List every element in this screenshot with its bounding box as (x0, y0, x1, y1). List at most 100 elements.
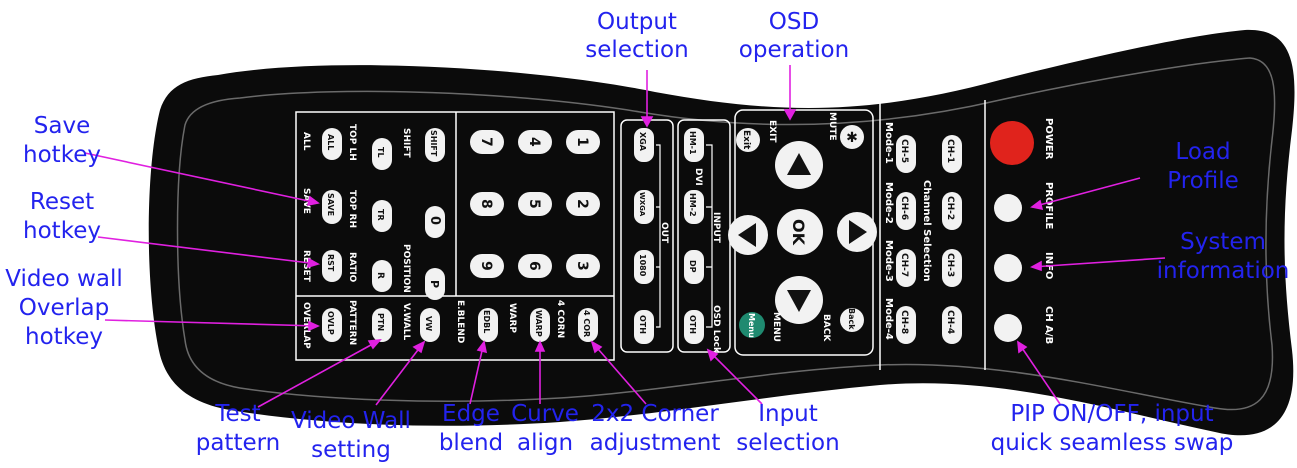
callout-text: quick seamless swap (991, 430, 1234, 456)
position-label: POSITION (401, 244, 411, 293)
channel-selection-label: Channel Selection (921, 180, 932, 281)
leader-line (1031, 177, 1141, 208)
channel-button-ch3[interactable]: CH-3 (942, 249, 962, 287)
input-button-label: HM-2 (688, 193, 697, 217)
number-label: 3 (574, 261, 590, 271)
output-button-oth[interactable]: OTH (634, 310, 654, 344)
callout-text: Output (597, 9, 677, 35)
edbl-label: E.BLEND (455, 300, 465, 343)
all-label: ALL (301, 132, 311, 151)
shift-button[interactable]: SHIFT (425, 128, 445, 162)
input-button-oth[interactable]: OTH (684, 310, 704, 344)
input-button-hm2[interactable]: HM-2 (684, 190, 704, 224)
callout-input-selection: Input selection (736, 401, 839, 456)
number-button-1[interactable]: 1 (566, 130, 600, 154)
back-button[interactable]: Back (840, 308, 864, 332)
callout-test-pattern: Test pattern (196, 401, 281, 456)
ch-ab-button[interactable] (994, 314, 1022, 342)
callout-text: hotkey (23, 218, 101, 244)
pattern-label: PATTERN (347, 300, 357, 345)
callout-corner-adjustment: 2x2 Corner adjustment (590, 401, 721, 456)
leader-line (469, 341, 485, 405)
output-button-label: 1080 (638, 254, 647, 277)
callout-text: Save (34, 113, 90, 139)
warp-button[interactable]: WARP (530, 308, 550, 342)
profile-label: PROFILE (1043, 182, 1054, 229)
rst-button[interactable]: RST (322, 250, 342, 282)
ok-button-label: OK (789, 219, 808, 246)
number-button-6[interactable]: 6 (518, 254, 552, 278)
callout-text: Edge (442, 401, 500, 427)
osd-lock-label: OSD Lock (711, 305, 721, 354)
leader-line (591, 341, 647, 405)
dpad-ok[interactable]: OK (777, 209, 823, 255)
channel-button-ch6[interactable]: CH-6 (896, 192, 916, 230)
callout-system-information: System information (1157, 229, 1290, 284)
exit-button[interactable]: Exit (736, 128, 760, 152)
number-button-8[interactable]: 8 (470, 192, 504, 216)
number-button-2[interactable]: 2 (566, 192, 600, 216)
corner-button-label: 4 COR (582, 310, 591, 337)
power-button[interactable] (990, 121, 1034, 165)
callout-text: Test (214, 401, 260, 427)
channel-button-label: CH-8 (899, 310, 909, 334)
tr-button[interactable]: TR (372, 200, 392, 232)
channel-button-ch2[interactable]: CH-2 (942, 192, 962, 230)
output-button-1080[interactable]: 1080 (634, 250, 654, 284)
input-label: INPUT (711, 212, 721, 244)
p-button[interactable]: P (425, 268, 445, 300)
save-button[interactable]: SAVE (322, 190, 342, 224)
channel-button-label: CH-1 (945, 139, 955, 163)
tl-button[interactable]: TL (372, 138, 392, 170)
rst-button-label: RST (326, 254, 335, 272)
menu-button[interactable]: Menu (739, 312, 765, 338)
mute-label: MUTE (827, 112, 837, 141)
channel-button-ch8[interactable]: CH-8 (896, 306, 916, 344)
callout-text: Curve (511, 401, 579, 427)
corner-label: 4 CORN (555, 300, 565, 338)
callout-text: Load (1175, 139, 1230, 165)
mute-button[interactable]: ✱ (840, 125, 864, 149)
number-label: 6 (526, 261, 542, 271)
number-button-0[interactable]: 0 (425, 206, 445, 238)
dpad-down[interactable] (775, 276, 823, 324)
ovlp-button[interactable]: OVLP (322, 308, 342, 342)
leader-line (97, 236, 319, 265)
number-button-7[interactable]: 7 (470, 130, 504, 154)
number-button-5[interactable]: 5 (518, 192, 552, 216)
number-button-4[interactable]: 4 (518, 130, 552, 154)
menu-label: MENU (771, 312, 781, 342)
input-button-hm1[interactable]: HM-1 (684, 128, 704, 162)
channel-button-ch4[interactable]: CH-4 (942, 306, 962, 344)
ptn-button[interactable]: PTN (372, 308, 392, 342)
callout-edge-blend: Edge blend (439, 401, 503, 456)
channel-button-ch1[interactable]: CH-1 (942, 135, 962, 173)
callout-text: 2x2 Corner (591, 401, 719, 427)
callout-output-selection: Output selection (585, 9, 688, 63)
output-button-xga[interactable]: XGA (634, 128, 654, 162)
chevron-right-icon (849, 220, 867, 244)
back-button-label: Back (847, 308, 856, 330)
input-button-dp[interactable]: DP (684, 250, 704, 284)
mode-label: Mode-2 (883, 182, 894, 224)
callout-text: Overlap (19, 295, 109, 321)
channel-button-ch5[interactable]: CH-5 (896, 135, 916, 173)
output-button-wxga[interactable]: WXGA (634, 190, 654, 224)
number-button-9[interactable]: 9 (470, 254, 504, 278)
edbl-button[interactable]: EDBL (478, 308, 498, 342)
dpad-right[interactable] (837, 212, 877, 252)
corner-button[interactable]: 4 COR (578, 308, 598, 342)
dpad-up[interactable] (775, 141, 823, 189)
channel-button-ch7[interactable]: CH-7 (896, 249, 916, 287)
r-button[interactable]: R (372, 260, 392, 292)
callout-pip: PIP ON/OFF, input quick seamless swap (991, 401, 1234, 456)
output-button-label: OTH (638, 315, 647, 334)
vw-button[interactable]: VW (420, 308, 440, 342)
info-button[interactable] (994, 254, 1022, 282)
all-button[interactable]: ALL (322, 128, 342, 160)
number-button-3[interactable]: 3 (566, 254, 600, 278)
profile-button[interactable] (994, 194, 1022, 222)
callout-reset-hotkey: Reset hotkey (23, 189, 101, 244)
dpad[interactable]: OK (728, 141, 877, 324)
dpad-left[interactable] (728, 215, 768, 255)
